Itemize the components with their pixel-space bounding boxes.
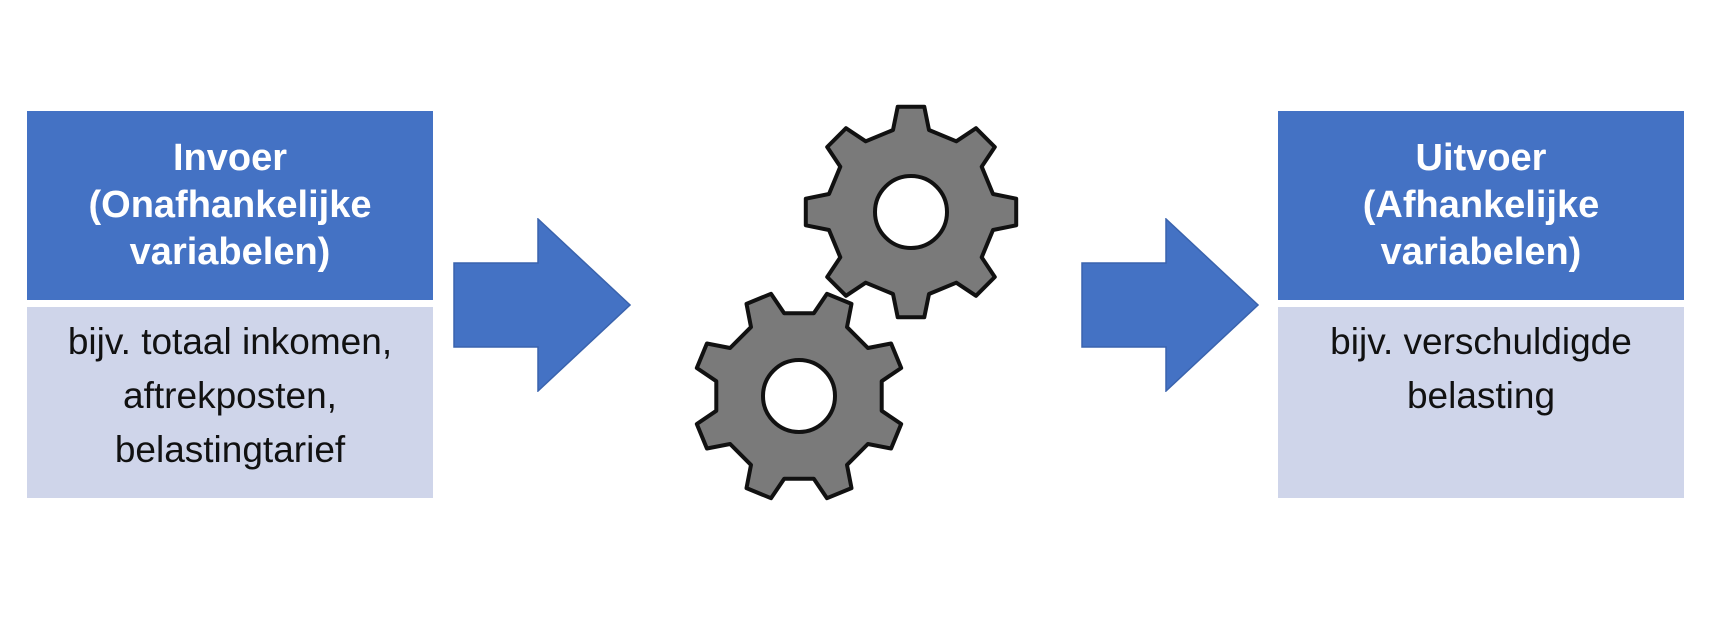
gears-icon	[694, 104, 1019, 501]
gear-hole	[873, 174, 949, 250]
output-example-line-1: bijv. verschuldigde	[1330, 321, 1632, 362]
input-title-line-3: variabelen)	[129, 231, 331, 273]
output-title-line-1: Uitvoer	[1415, 137, 1547, 179]
gear-icon	[694, 291, 904, 501]
input-example-line-3: belastingtarief	[114, 429, 346, 470]
input-title-line-2: (Onafhankelijke	[88, 184, 372, 226]
input-box: Invoer (Onafhankelijke variabelen) bijv.…	[27, 111, 433, 498]
output-example-line-2: belasting	[1406, 375, 1556, 416]
output-title-line-2: (Afhankelijke	[1362, 184, 1600, 226]
gear-icon	[803, 104, 1019, 320]
right-arrow-icon	[1081, 218, 1259, 392]
input-header: Invoer (Onafhankelijke variabelen)	[27, 111, 433, 300]
gear-hole	[761, 358, 837, 434]
output-title-line-3: variabelen)	[1380, 231, 1582, 273]
output-examples: bijv. verschuldigde belasting	[1278, 307, 1684, 498]
input-example-line-1: bijv. totaal inkomen,	[67, 321, 393, 362]
output-box: Uitvoer (Afhankelijke variabelen) bijv. …	[1278, 111, 1684, 498]
input-examples: bijv. totaal inkomen, aftrekposten, bela…	[27, 307, 433, 498]
right-arrow-icon	[453, 218, 631, 392]
input-title-line-1: Invoer	[172, 137, 288, 179]
input-example-line-2: aftrekposten,	[123, 375, 337, 416]
output-header: Uitvoer (Afhankelijke variabelen)	[1278, 111, 1684, 300]
